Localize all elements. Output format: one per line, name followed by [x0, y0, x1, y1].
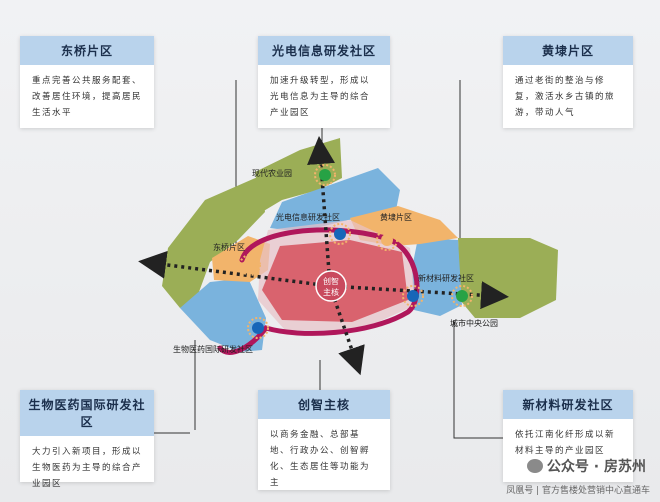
- node-green-north: [314, 164, 336, 186]
- node-blue-sw: [247, 317, 269, 339]
- label-core-2: 主核: [323, 287, 339, 297]
- card-title: 光电信息研发社区: [258, 36, 390, 65]
- core-circle: [315, 270, 347, 302]
- label-huangdai: 黄埭片区: [380, 212, 412, 222]
- ring-road: [217, 227, 420, 355]
- watermark: 公众号 · 房苏州: [526, 456, 646, 476]
- node-blue-east: [402, 285, 424, 307]
- label-guangdian: 光电信息研发社区: [276, 212, 340, 222]
- label-modern-agri: 现代农业园: [252, 168, 292, 178]
- nodes: [239, 164, 473, 339]
- label-shengwu: 生物医药国际研发社区: [173, 344, 253, 354]
- footer-text: 凤凰号 | 官方售楼处营销中心直通车: [506, 486, 650, 496]
- label-city-park: 城市中央公园: [450, 318, 498, 328]
- node-orange-west: [239, 254, 261, 276]
- label-dongqiao: 东桥片区: [213, 242, 245, 252]
- card-title: 创智主核: [258, 390, 390, 419]
- card-text: 重点完善公共服务配套、改善居住环境，提高居民生活水平: [32, 76, 143, 118]
- card-text: 通过老街的整治与修复，激活水乡古镇的旅游，带动人气: [515, 76, 616, 118]
- card-huangdai: 黄埭片区 通过老街的整治与修复，激活水乡古镇的旅游，带动人气: [503, 36, 633, 128]
- zone-green-west: [162, 176, 265, 308]
- card-dongqiao: 东桥片区 重点完善公共服务配套、改善居住环境，提高居民生活水平: [20, 36, 154, 128]
- card-title: 东桥片区: [20, 36, 154, 65]
- card-title: 黄埭片区: [503, 36, 633, 65]
- node-green-east: [451, 285, 473, 307]
- node-blue-north: [329, 223, 351, 245]
- card-guangdian: 光电信息研发社区 加速升级转型，形成以光电信息为主导的综合产业园区: [258, 36, 390, 128]
- label-xincailiao: 新材料研发社区: [418, 273, 474, 283]
- card-text: 大力引入新项目，形成以生物医药为主导的综合产业园区: [32, 447, 143, 489]
- card-xincailiao: 新材料研发社区 依托江南化纤形成以新材料主导的产业园区: [503, 390, 633, 482]
- card-title: 生物医药国际研发社区: [20, 390, 154, 436]
- axis-west: [138, 250, 331, 288]
- card-text: 以商务金融、总部基地、行政办公、创智孵化、生态居住等功能为主: [270, 430, 371, 488]
- zone-blue-east: [412, 238, 462, 316]
- leader-xincailiao: [453, 320, 503, 439]
- label-core-1: 创智: [323, 276, 339, 286]
- card-text: 依托江南化纤形成以新材料主导的产业园区: [515, 430, 616, 456]
- card-shengwu: 生物医药国际研发社区 大力引入新项目，形成以生物医药为主导的综合产业园区: [20, 390, 154, 489]
- card-text: 加速升级转型，形成以光电信息为主导的综合产业园区: [270, 76, 371, 118]
- node-orange-north: [376, 229, 398, 251]
- zone-blue-sw: [180, 278, 266, 352]
- card-chuangzhi: 创智主核 以商务金融、总部基地、行政办公、创智孵化、生态居住等功能为主: [258, 390, 390, 490]
- card-title: 新材料研发社区: [503, 390, 633, 419]
- watermark-text: 公众号 · 房苏州: [546, 459, 646, 475]
- wechat-icon: [526, 459, 543, 473]
